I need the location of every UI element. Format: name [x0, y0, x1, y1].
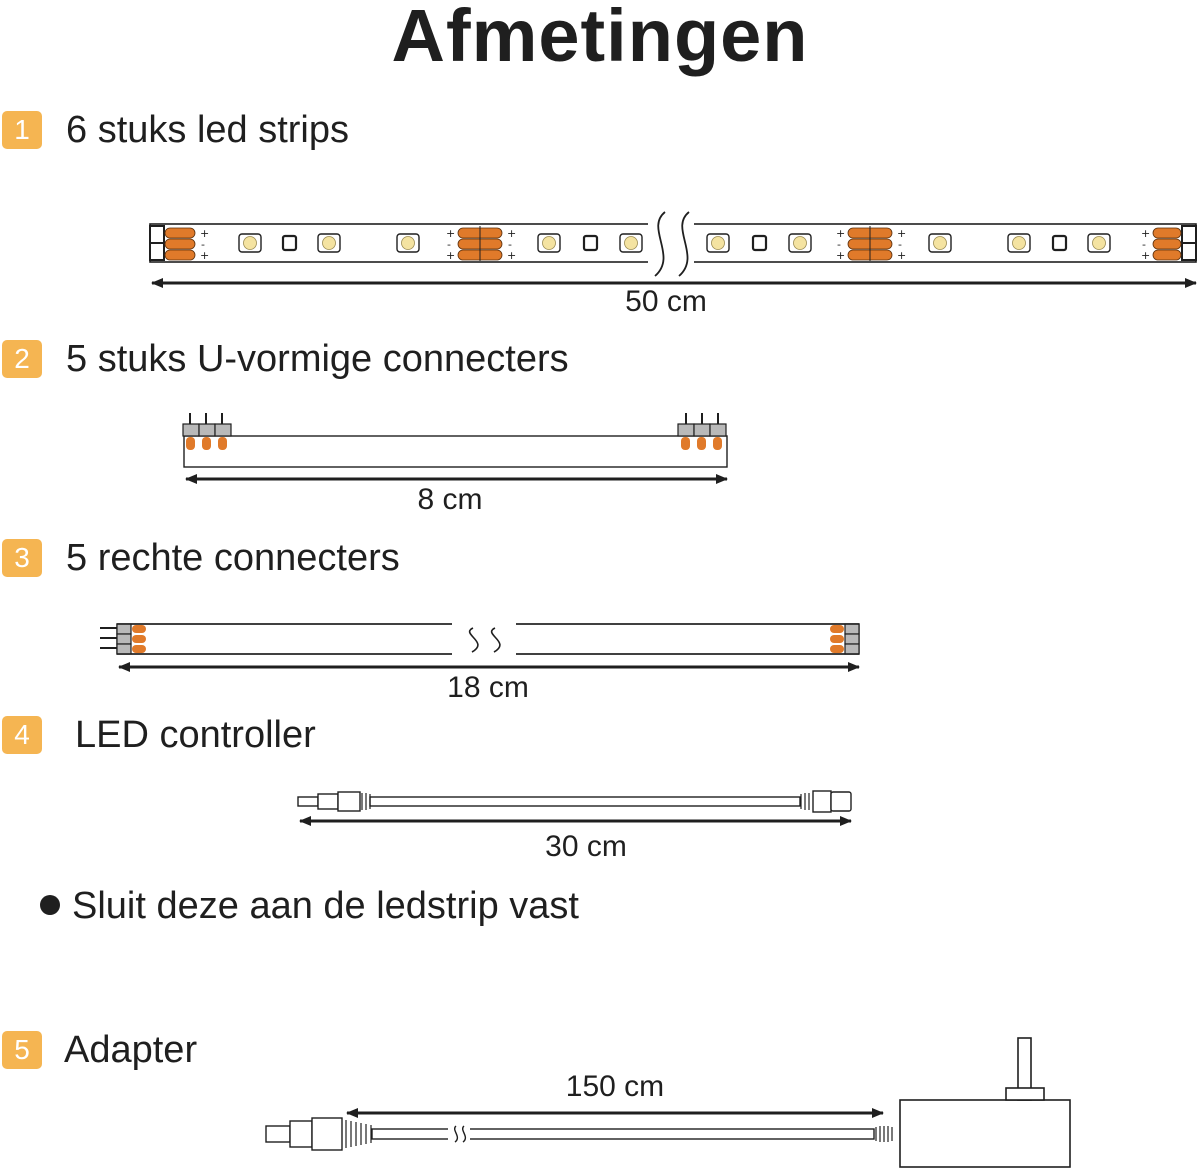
note-item: Sluit deze aan de ledstrip vast	[40, 883, 579, 929]
svg-text:+: +	[200, 249, 209, 262]
u-connector-drawing	[182, 413, 728, 484]
svg-text:-: -	[508, 238, 512, 251]
section-2-badge: 2	[2, 340, 42, 378]
section-2-label: 5 stuks U-vormige connecters	[66, 338, 569, 380]
svg-text:-: -	[201, 238, 205, 251]
controller-cable-drawing	[297, 790, 852, 826]
led-strip-drawing: +-+ +-+ +-+ +-+ +-+ +-+	[149, 210, 1197, 288]
controller-dimension: 30 cm	[545, 830, 627, 863]
svg-text:+: +	[446, 227, 455, 240]
svg-text:+: +	[446, 249, 455, 262]
section-1-badge: 1	[2, 111, 42, 149]
u-connector-dimension: 8 cm	[417, 483, 483, 516]
straight-connector-drawing	[100, 615, 860, 672]
bullet-icon	[40, 894, 60, 915]
note-text: Sluit deze aan de ledstrip vast	[72, 885, 579, 927]
section-3-label: 5 rechte connecters	[66, 537, 400, 579]
section-5-badge: 5	[2, 1031, 42, 1069]
adapter-dimension: 150 cm	[565, 1070, 665, 1103]
svg-text:+: +	[897, 249, 906, 262]
svg-text:-: -	[1142, 238, 1146, 251]
svg-text:+: +	[836, 227, 845, 240]
svg-text:-: -	[837, 238, 841, 251]
led-strip-dimension: 50 cm	[625, 285, 707, 318]
straight-connector-dimension: 18 cm	[447, 671, 529, 704]
section-1-label: 6 stuks led strips	[66, 109, 349, 151]
svg-text:-: -	[898, 238, 902, 251]
svg-text:+: +	[1141, 227, 1150, 240]
section-4-badge: 4	[2, 716, 42, 754]
svg-text:+: +	[507, 227, 516, 240]
section-4-label: LED controller	[75, 714, 316, 756]
svg-text:+: +	[1141, 249, 1150, 262]
svg-text:-: -	[447, 238, 451, 251]
section-5-label: Adapter	[64, 1029, 198, 1071]
svg-text:+: +	[507, 249, 516, 262]
page-title: Afmetingen	[391, 0, 809, 77]
svg-text:+: +	[897, 227, 906, 240]
svg-text:+: +	[200, 227, 209, 240]
section-3-badge: 3	[2, 539, 42, 577]
adapter-drawing	[265, 1037, 1071, 1168]
svg-text:+: +	[836, 249, 845, 262]
